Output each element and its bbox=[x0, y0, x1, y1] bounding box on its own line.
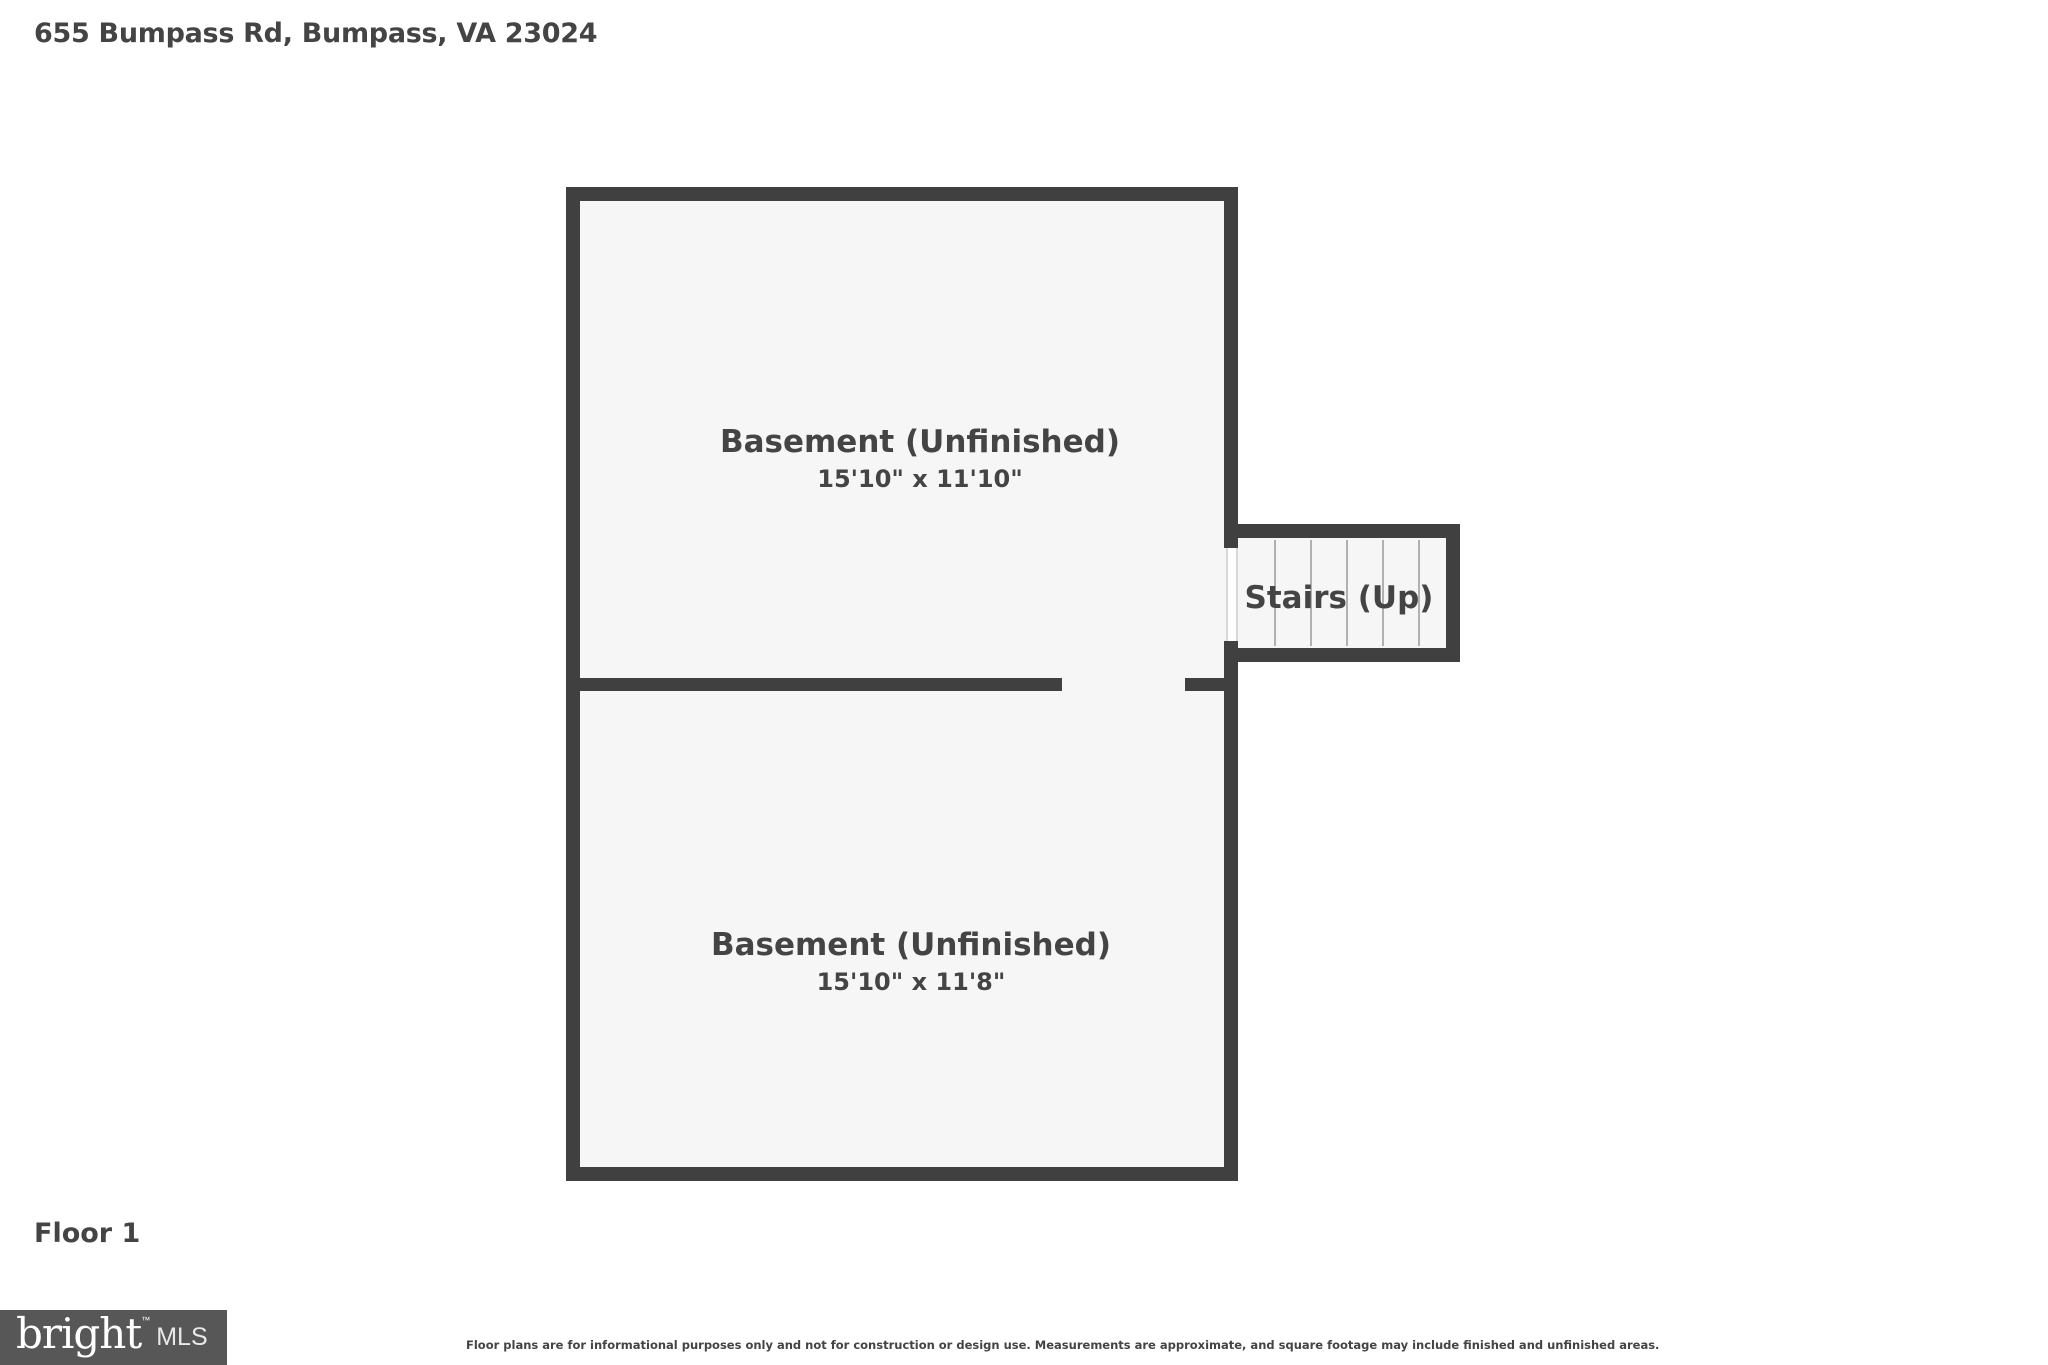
walls bbox=[566, 187, 1460, 1181]
room-upper-name: Basement (Unfinished) bbox=[720, 424, 1120, 460]
stairs-name: Stairs (Up) bbox=[1245, 580, 1434, 616]
bright-mls-logo: bright ™ MLS bbox=[0, 1309, 227, 1365]
disclaimer-text: Floor plans are for informational purpos… bbox=[466, 1338, 1660, 1352]
room-lower-name: Basement (Unfinished) bbox=[711, 927, 1111, 963]
logo-trademark: ™ bbox=[141, 1314, 151, 1325]
room-upper-basement-floor bbox=[578, 200, 1238, 684]
logo-mls-text: MLS bbox=[156, 1323, 208, 1351]
stair-opening bbox=[1226, 545, 1238, 643]
room-lower-basement-floor bbox=[578, 684, 1238, 1172]
stair-treads bbox=[1274, 540, 1420, 646]
room-upper-dimensions: 15'10" x 11'10" bbox=[817, 465, 1023, 493]
logo-wordmark: bright bbox=[16, 1309, 142, 1358]
room-lower-dimensions: 15'10" x 11'8" bbox=[817, 968, 1006, 996]
floor-label: Floor 1 bbox=[34, 1218, 141, 1249]
page-title-address: 655 Bumpass Rd, Bumpass, VA 23024 bbox=[34, 18, 598, 49]
